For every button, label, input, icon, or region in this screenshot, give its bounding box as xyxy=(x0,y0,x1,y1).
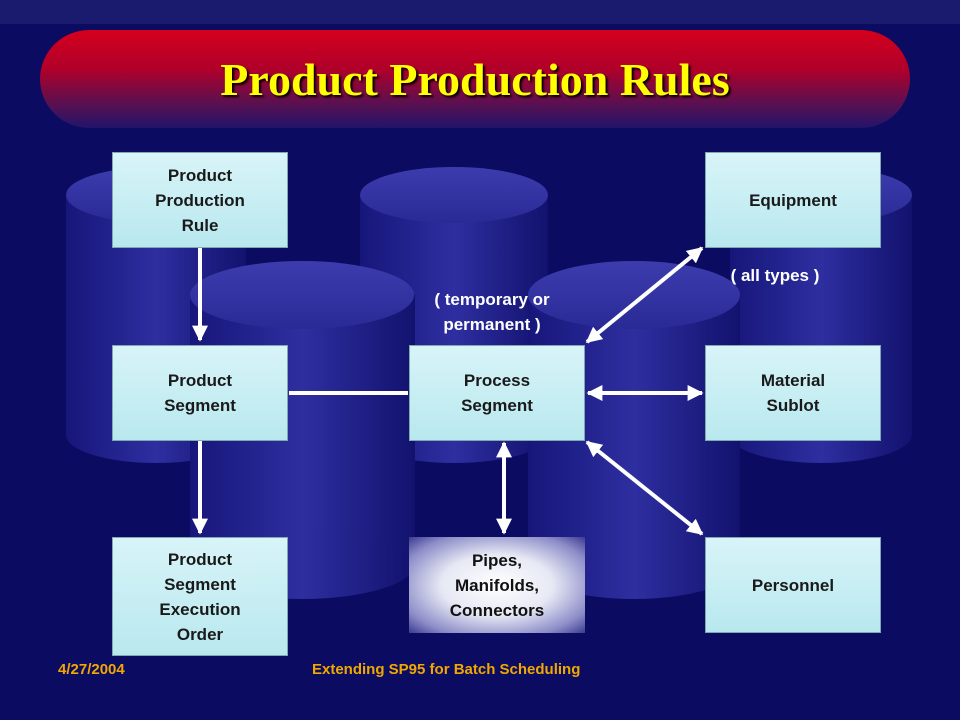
material-sublot-box: Material Sublot xyxy=(705,345,881,441)
product-segment-box: Product Segment xyxy=(112,345,288,441)
arrow-process-equipment xyxy=(585,246,704,344)
cylinder-left-front xyxy=(190,261,415,599)
all-types-note: ( all types ) xyxy=(730,266,820,285)
footer-date: 4/27/2004 xyxy=(58,661,125,678)
title-banner: Product Production Rules xyxy=(40,30,910,128)
footer-title: Extending SP95 for Batch Scheduling xyxy=(312,661,581,678)
page-title: Product Production Rules xyxy=(220,53,730,105)
process-segment-box: Process Segment xyxy=(409,345,585,441)
equipment-box: Equipment xyxy=(705,152,881,248)
top-band xyxy=(0,0,960,24)
personnel-box: Personnel xyxy=(705,537,881,633)
product-segment-execution-order-box: Product Segment Execution Order xyxy=(112,537,288,656)
product-production-rule-box: Product Production Rule xyxy=(112,152,288,248)
temporary-or-permanent-note: ( temporary or permanent ) xyxy=(434,290,550,334)
arrow-process-personnel xyxy=(585,440,704,536)
pipes-manifolds-connectors-box: Pipes, Manifolds, Connectors xyxy=(409,537,585,633)
